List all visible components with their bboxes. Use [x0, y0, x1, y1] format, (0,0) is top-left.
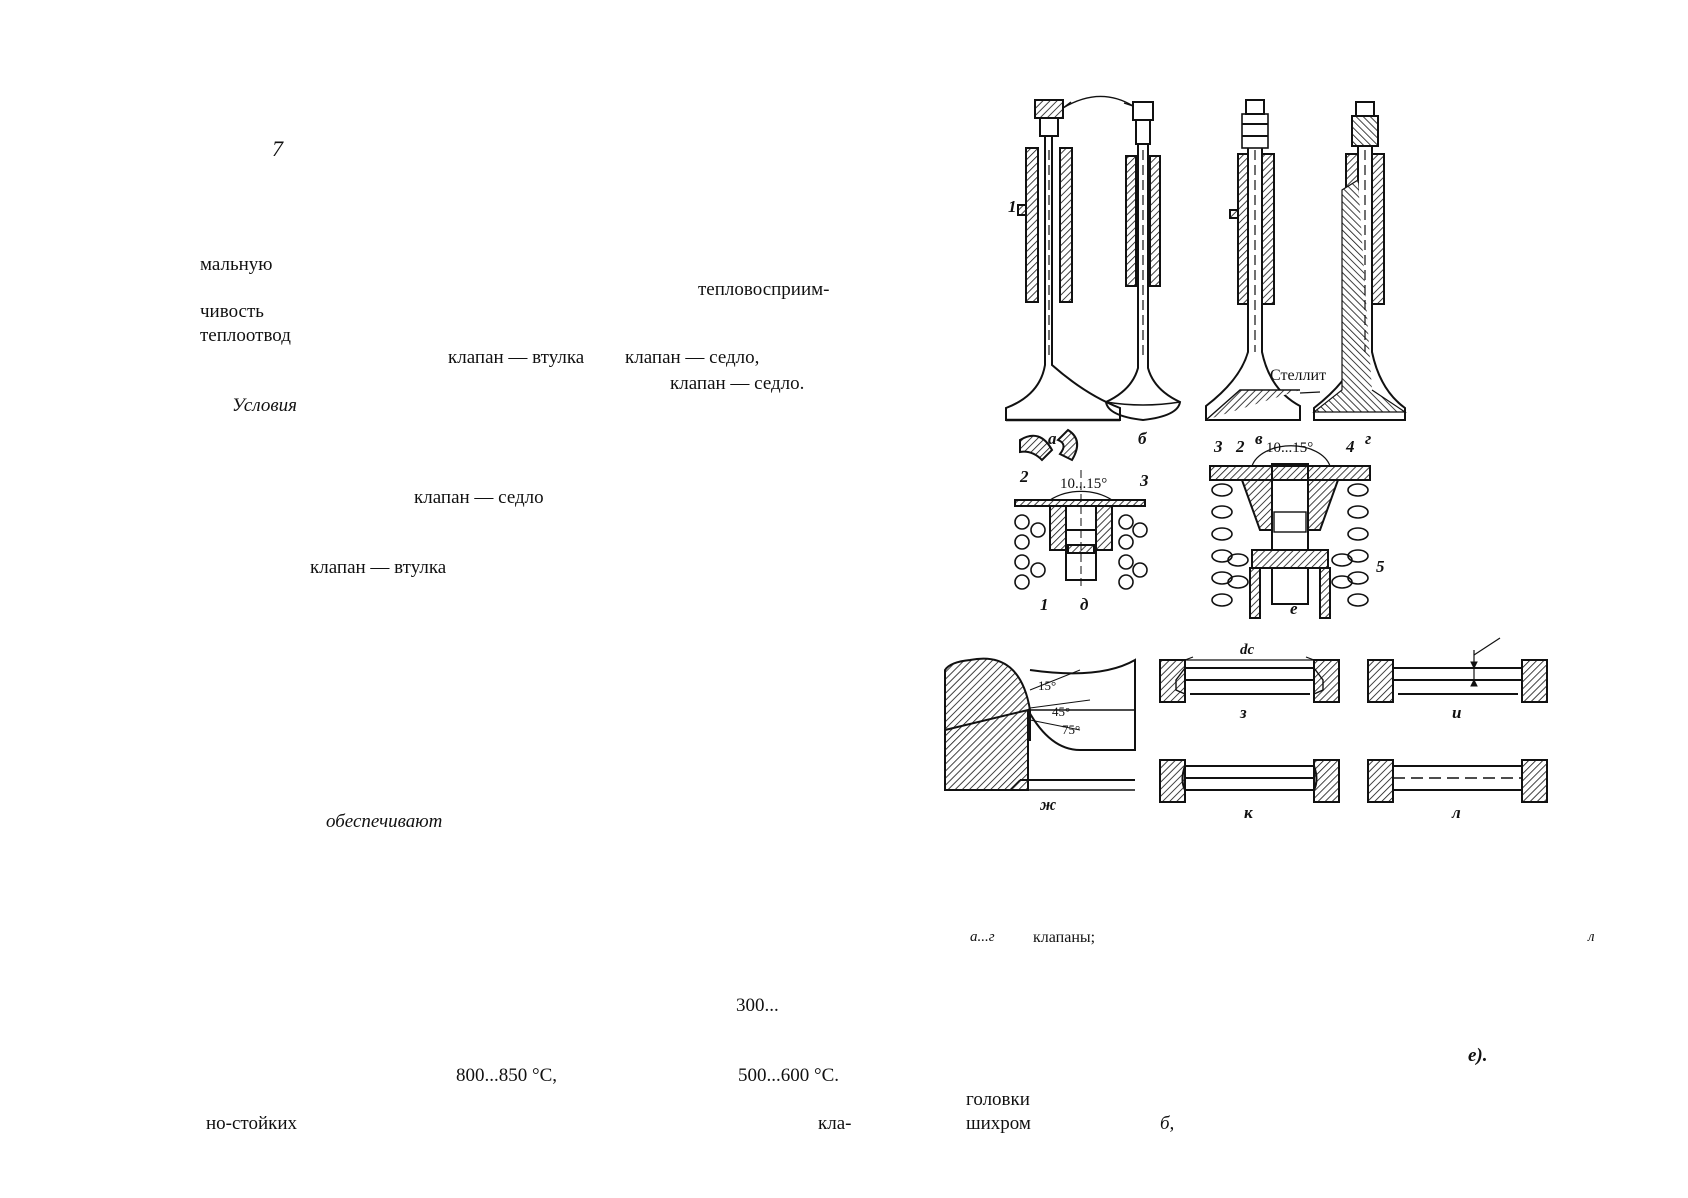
- valve-b-drawing: [1104, 101, 1182, 422]
- spring-assembly-d-drawing: [1014, 428, 1148, 590]
- fig-label-v: в: [1255, 429, 1263, 448]
- angle-45-label: 45°: [1052, 704, 1070, 719]
- text-fragment: клапан — втулка: [448, 347, 585, 368]
- valve-seat-detail-zh-drawing: [944, 657, 1136, 791]
- text-fragment: но-стойких: [206, 1113, 298, 1134]
- part-number-1-d: 1: [1040, 595, 1049, 614]
- text-fragment: чивость: [200, 301, 264, 322]
- text-fragment: обеспечивают: [326, 811, 443, 832]
- text-fragment: Условия: [232, 395, 297, 416]
- seat-ring-i-drawing: [1367, 637, 1548, 703]
- text-fragment: головки: [966, 1089, 1030, 1110]
- angle-15-label: 15°: [1038, 678, 1056, 693]
- fig-label-d: д: [1080, 595, 1089, 614]
- text-fragment: тепловосприим-: [698, 279, 830, 300]
- part-number-2: 2: [1019, 467, 1029, 486]
- text-fragment: мальную: [200, 254, 273, 275]
- text-fragment: клапан — седло.: [670, 373, 805, 394]
- fig-label-i: и: [1452, 703, 1461, 722]
- text-fragment: теплоотвод: [200, 325, 291, 346]
- fig-label-z: з: [1239, 703, 1247, 722]
- seat-ring-l-drawing: [1367, 759, 1548, 803]
- caption-fragment: л: [1588, 929, 1595, 945]
- text-fragment: шихром: [966, 1113, 1031, 1134]
- valve-figure-drawing: а б в г д е ж з и к л Стеллит 1 2 3 1 3 …: [944, 95, 1548, 822]
- text-fragment: клапан — седло: [414, 487, 544, 508]
- part-number-4-e: 4: [1345, 437, 1355, 456]
- text-fragment: 300...: [736, 995, 779, 1016]
- valve-v-drawing: [1205, 99, 1301, 421]
- fig-label-e: е: [1290, 599, 1298, 618]
- text-fragment: клапан — втулка: [310, 557, 447, 578]
- valve-g-drawing: [1312, 101, 1407, 421]
- text-fragment: клапан — седло,: [625, 347, 760, 368]
- caption-fragment: клапаны;: [1033, 929, 1096, 946]
- stellite-label: Стеллит: [1270, 367, 1326, 384]
- spring-assembly-e-drawing: [1209, 445, 1371, 619]
- fig-label-k: к: [1244, 803, 1253, 822]
- fig-label-l: л: [1451, 803, 1461, 822]
- fig-label-zh: ж: [1039, 795, 1056, 814]
- fig-label-b: б: [1138, 429, 1148, 448]
- seat-ring-k-drawing: [1159, 759, 1340, 803]
- text-fragment: е).: [1468, 1045, 1488, 1066]
- seat-ring-z-drawing: [1159, 656, 1340, 703]
- angle-label-d: 10...15°: [1060, 476, 1107, 492]
- part-number-5-e: 5: [1376, 557, 1385, 576]
- text-fragment: б,: [1160, 1113, 1175, 1134]
- angle-label-e: 10...15°: [1266, 440, 1313, 456]
- text-fragment: 500...600 °С.: [738, 1065, 840, 1086]
- caption-fragment: а...г: [970, 929, 995, 945]
- seat-diameter-label: dс: [1240, 642, 1255, 658]
- text-fragment: 800...850 °С,: [456, 1065, 558, 1086]
- part-number-3-e: 3: [1213, 437, 1223, 456]
- fig-label-g: г: [1365, 429, 1371, 448]
- fig-label-a: а: [1048, 429, 1057, 448]
- part-number-3: 3: [1139, 471, 1149, 490]
- part-number-1: 1: [1008, 197, 1017, 216]
- valve-figure: а б в г д е ж з и к л Стеллит 1 2 3 1 3 …: [940, 90, 1640, 890]
- text-fragment: кла-: [818, 1113, 852, 1134]
- page-number: 7: [272, 136, 283, 161]
- angle-75-label: 75°: [1062, 722, 1080, 737]
- part-number-2-e: 2: [1235, 437, 1245, 456]
- valve-a-drawing: [1005, 99, 1121, 422]
